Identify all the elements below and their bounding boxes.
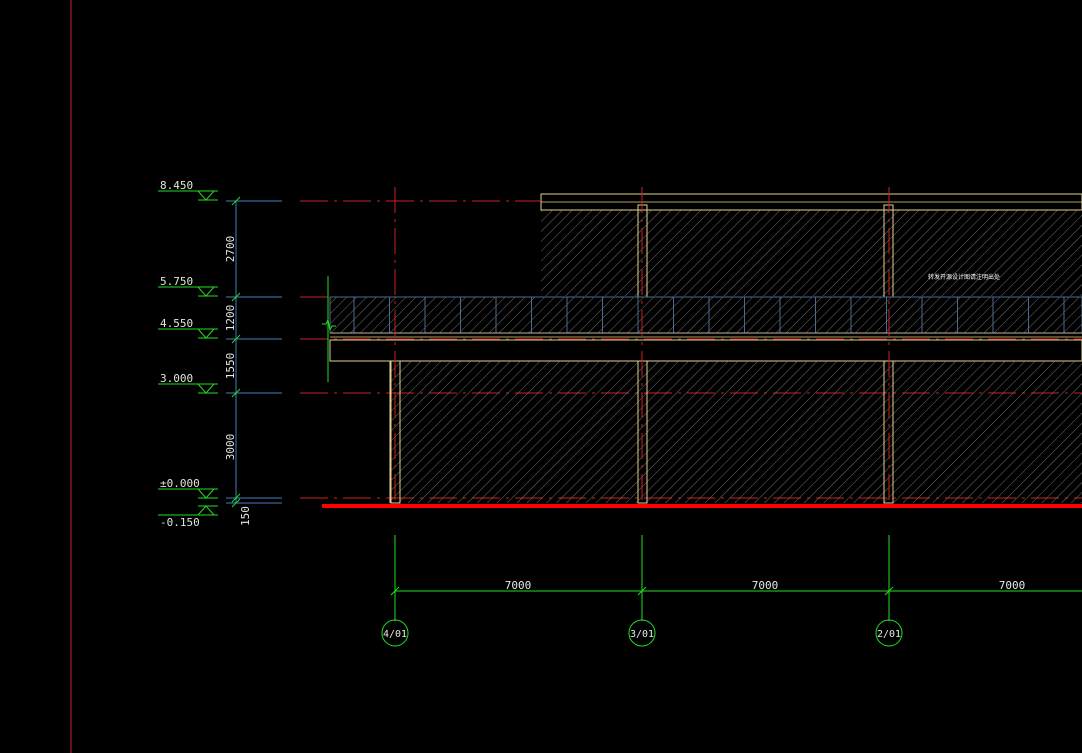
lower-wall-hatch [390,361,1082,503]
railing-band[interactable] [322,276,1082,382]
axis-bubble-2-01[interactable]: 2/01 [875,619,903,647]
elevation-label: 3.000 [160,372,193,385]
upper-wall-hatch [541,210,1082,296]
axis-bubble-4-01[interactable]: 4/01 [381,619,409,647]
vertical-dim-ticks [226,196,282,508]
axis-lines [394,187,890,621]
dim-tick [231,493,241,503]
elevation-triangle-icon [197,190,215,201]
dim-tick [884,586,894,596]
vertical-dim-text: 3000 [224,434,237,461]
railing-posts [353,297,1065,333]
elevation-marker-3000[interactable]: 3.000 [158,372,218,394]
elevation-marker-8450[interactable]: 8.450 [158,179,218,201]
vertical-dim-text: 1550 [224,353,237,380]
elevation-triangle-icon [197,488,215,499]
horizontal-dimension-chain: 7000 7000 7000 [390,579,1082,596]
elevation-marker-5750[interactable]: 5.750 [158,275,218,297]
horizontal-dim-text: 7000 [999,579,1026,592]
elevation-label: ±0.000 [160,477,200,490]
vertical-dimension-chain: 2700 1200 1550 3000 150 [224,196,282,526]
axis-label: 2/01 [877,629,901,640]
facade-note: 转发开源设计图请注明出处 [928,273,1000,281]
elevation-label: 5.750 [160,275,193,288]
elevation-triangle-icon [197,383,215,394]
axis-bubble-circle [628,619,656,647]
dim-tick [231,388,241,398]
vertical-dim-text: 1200 [224,305,237,332]
axis-bubble-3-01[interactable]: 3/01 [628,619,656,647]
elevation-label: -0.150 [160,516,200,529]
elevation-label: 8.450 [160,179,193,192]
lower-volume[interactable] [389,360,1082,504]
elevation-triangle-icon [197,505,215,516]
dim-tick [637,586,647,596]
horizontal-dim-text: 7000 [505,579,532,592]
floor-slab [329,339,1082,362]
railing-hatch [330,297,1082,333]
vertical-dim-text: 150 [239,506,252,526]
elevation-label: 4.550 [160,317,193,330]
vertical-dim-text: 2700 [224,236,237,263]
dim-tick [231,196,241,206]
elevation-triangle-icon [197,286,215,297]
axis-label: 4/01 [383,629,407,640]
elevation-triangle-icon [197,328,215,339]
dim-tick [390,586,400,596]
dim-tick [231,292,241,302]
upper-volume[interactable]: 转发开源设计图请注明出处 [540,193,1082,298]
axis-bubble-circle [381,619,409,647]
elevation-marker-4550[interactable]: 4.550 [158,317,218,339]
axis-label: 3/01 [630,629,654,640]
axis-bubble-circle [875,619,903,647]
horizontal-dim-text: 7000 [752,579,779,592]
elevation-marker-0000[interactable]: ±0.000 [158,477,218,499]
dim-tick [231,334,241,344]
dim-tick [231,498,241,508]
elevation-marker-minus-0150[interactable]: -0.150 [158,505,218,529]
break-symbol [322,318,336,332]
